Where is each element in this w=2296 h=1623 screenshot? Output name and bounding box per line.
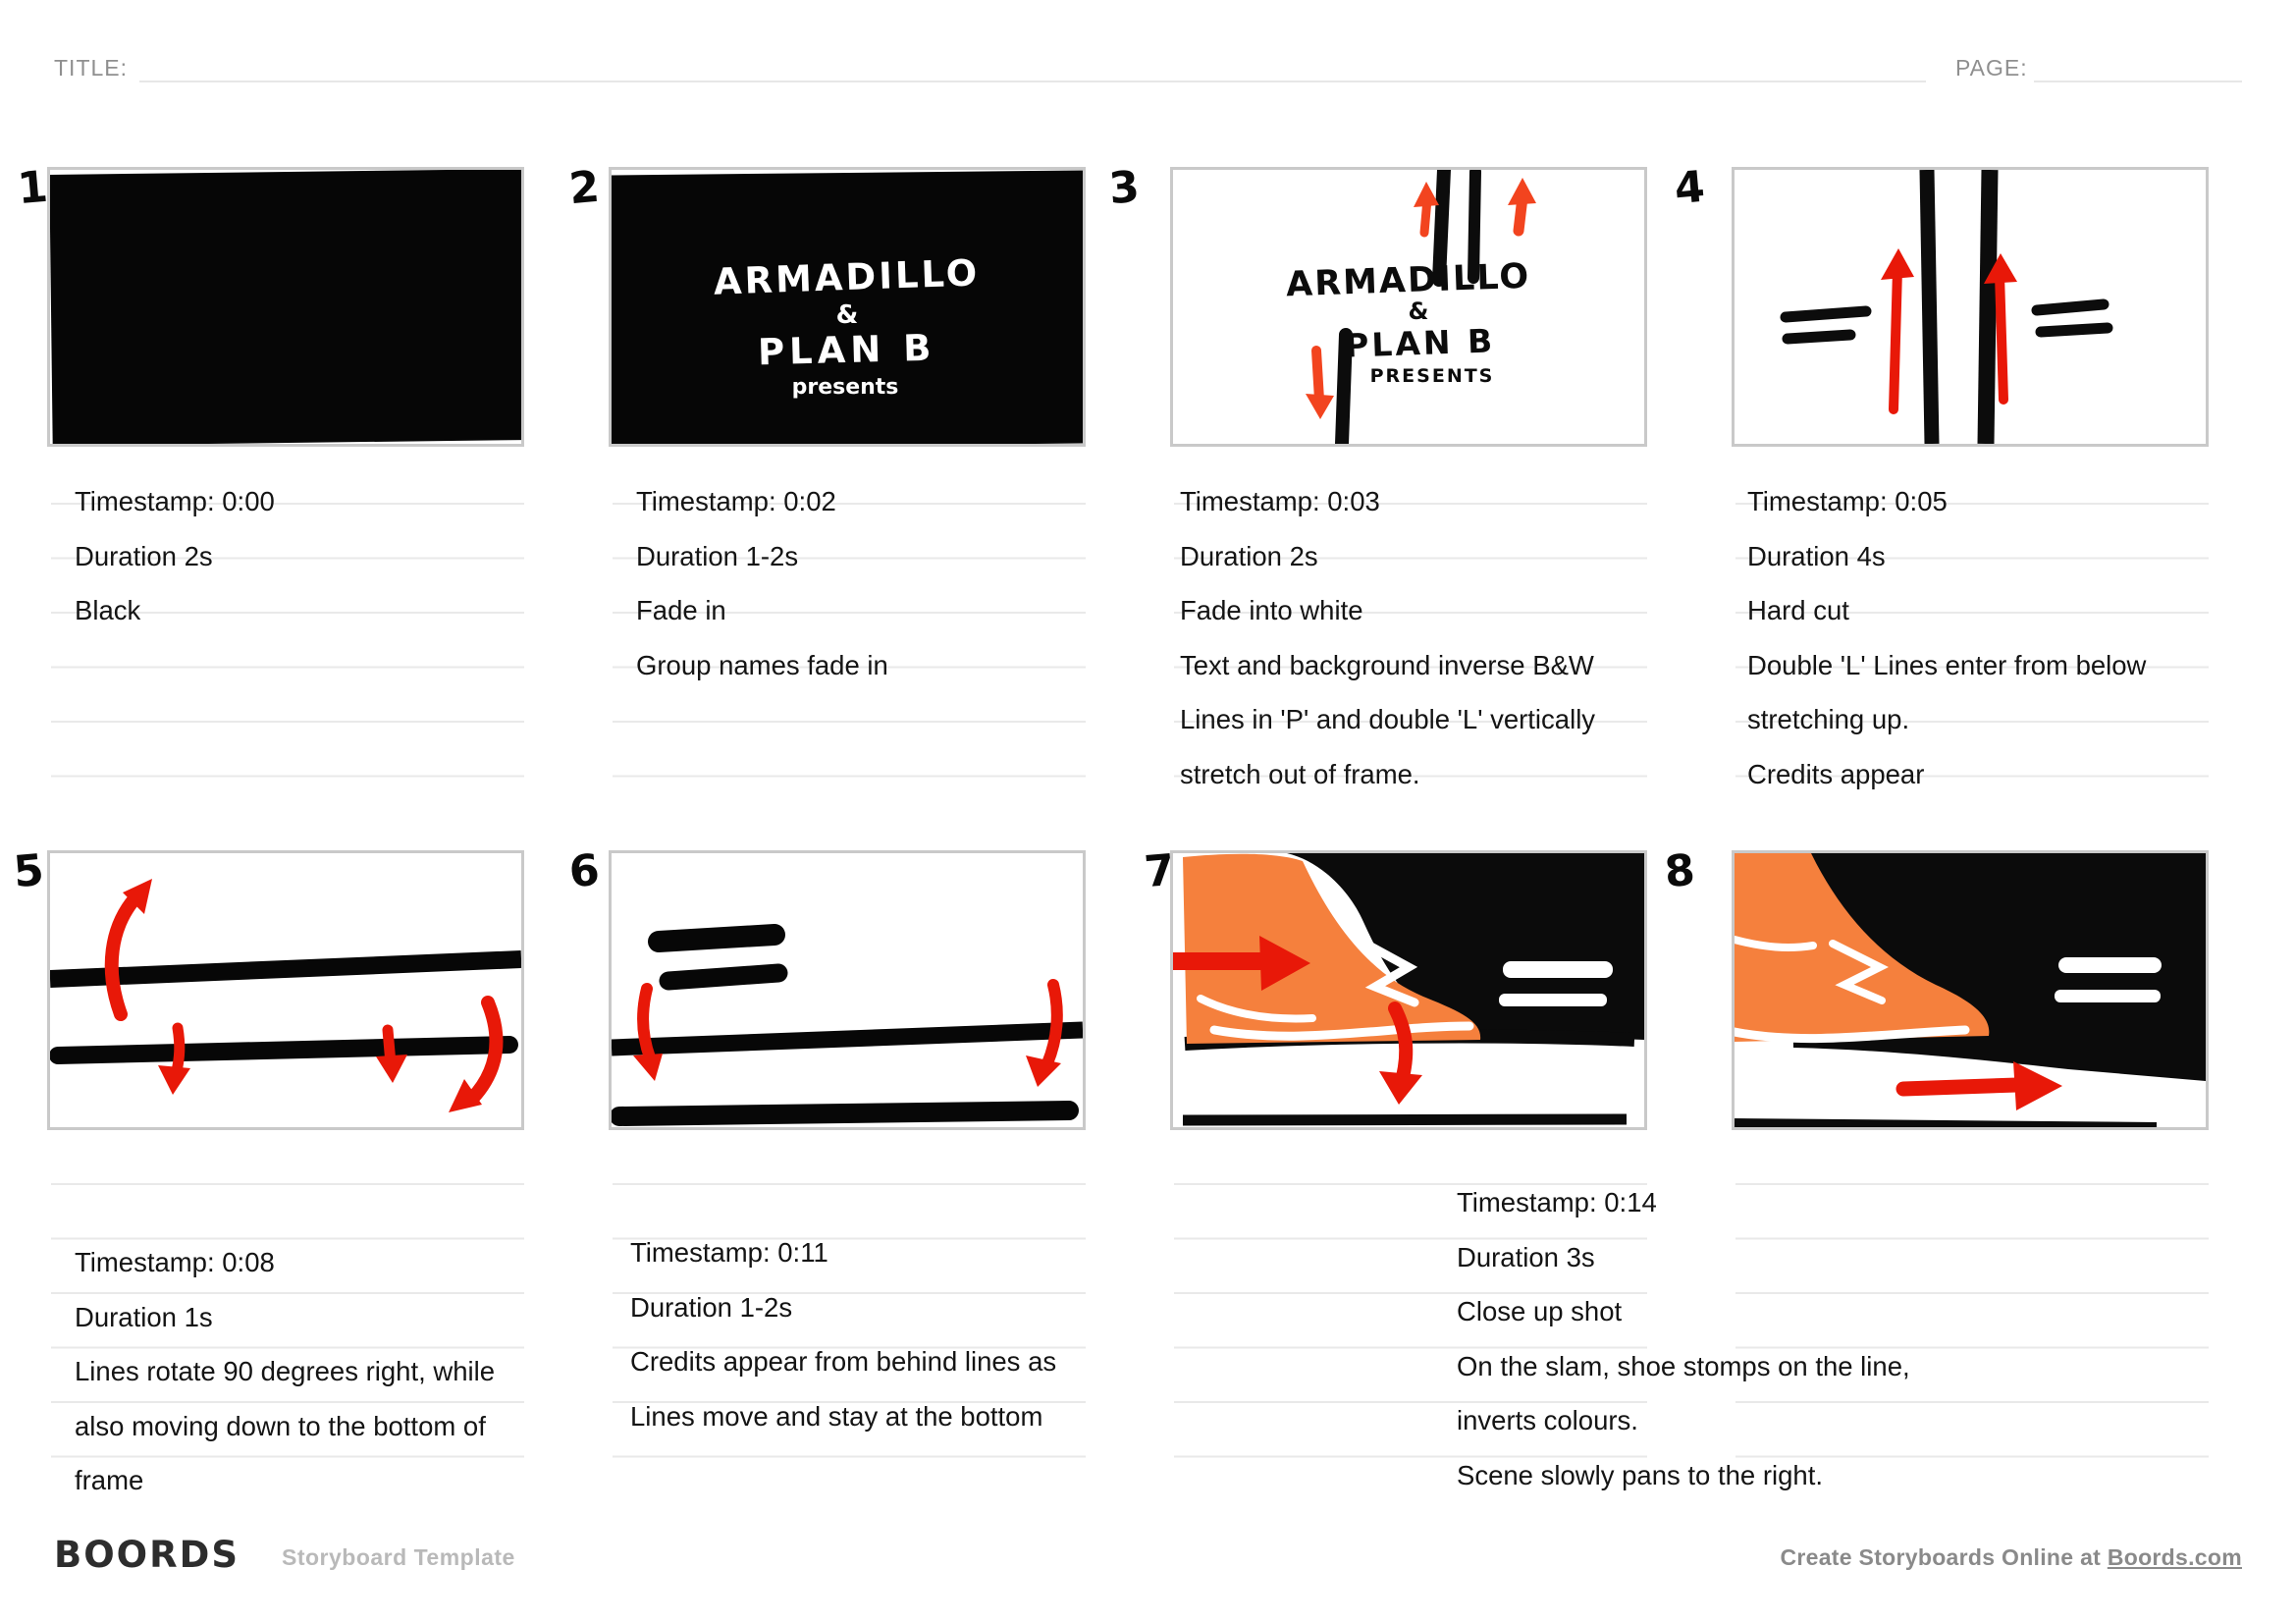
panel-notes: Timestamp: 0:05 Duration 4s Hard cut Dou… bbox=[1732, 479, 2213, 805]
note-line: Timestamp: 0:00 bbox=[75, 486, 275, 516]
boords-link[interactable]: Boords.com bbox=[2107, 1544, 2242, 1570]
note-line: Lines in 'P' and double 'L' vertically s… bbox=[1180, 704, 1596, 789]
lines-settle-drawing bbox=[612, 924, 1083, 1126]
panel-frame: ARMADILLO & PLAN B presents bbox=[609, 167, 1086, 447]
rotating-lines-drawing bbox=[50, 879, 521, 1112]
panel-frame: ARMADILLO & PLAN B PRESENTS bbox=[1170, 167, 1647, 447]
note-line: Credits appear from behind lines as Line… bbox=[630, 1346, 1057, 1432]
panel-notes: Timestamp: 0:02 Duration 1-2s Fade in Gr… bbox=[609, 479, 1090, 805]
note-line: Text and background inverse B&W bbox=[1180, 649, 1594, 680]
page-blank-line bbox=[2034, 81, 2242, 82]
panel-frame bbox=[47, 850, 524, 1130]
title-card-drawing: ARMADILLO & PLAN B presents bbox=[612, 170, 1083, 444]
panel-frame bbox=[47, 167, 524, 447]
note-line: Duration 3s bbox=[1457, 1241, 1595, 1272]
panel-number: 8 bbox=[1662, 844, 1697, 898]
note-line: Fade in bbox=[636, 595, 726, 625]
ampersand-text: & bbox=[1409, 298, 1429, 325]
boords-logo: BOORDS bbox=[54, 1534, 240, 1576]
note-line: Duration 1s bbox=[75, 1301, 213, 1332]
footer-cta-text: Create Storyboards Online at bbox=[1780, 1544, 2108, 1570]
panel-number: 1 bbox=[15, 161, 50, 215]
panel-frame bbox=[609, 850, 1086, 1130]
panel-notes: Timestamp: 0:00 Duration 2s Black bbox=[47, 479, 528, 805]
panel-frame bbox=[1732, 167, 2209, 447]
note-line: Timestamp: 0:11 bbox=[630, 1237, 828, 1268]
panel-number: 5 bbox=[11, 844, 46, 898]
note-line: Timestamp: 0:03 bbox=[1180, 486, 1380, 516]
note-line: Timestamp: 0:05 bbox=[1747, 486, 1948, 516]
panel-number: 3 bbox=[1106, 161, 1142, 215]
note-line: Close up shot bbox=[1457, 1296, 1623, 1326]
group-name-text-2: PLAN B bbox=[1344, 321, 1495, 364]
group-name-text-2: PLAN B bbox=[757, 327, 935, 374]
panel-number: 2 bbox=[566, 161, 602, 215]
black-screen-drawing bbox=[50, 170, 521, 444]
page-label: PAGE: bbox=[1955, 55, 2028, 81]
note-line: Double 'L' Lines enter from below stretc… bbox=[1747, 649, 2147, 735]
panel-number: 6 bbox=[566, 844, 602, 898]
panel-notes: Timestamp: 0:11 Duration 1-2s Credits ap… bbox=[609, 1168, 1090, 1494]
inverted-title-card-drawing: ARMADILLO & PLAN B PRESENTS bbox=[1285, 170, 1536, 444]
note-line: Timestamp: 0:14 bbox=[1457, 1187, 1657, 1217]
group-name-text: ARMADILLO bbox=[713, 251, 981, 302]
note-line: Duration 4s bbox=[1747, 540, 1886, 571]
presents-text: PRESENTS bbox=[1370, 365, 1495, 387]
panel-notes: Timestamp: 0:03 Duration 2s Fade into wh… bbox=[1170, 479, 1651, 805]
note-line: Credits appear bbox=[1747, 758, 1925, 789]
note-line: Duration 1-2s bbox=[630, 1291, 793, 1323]
note-line: Fade into white bbox=[1180, 595, 1363, 625]
title-label: TITLE: bbox=[54, 55, 129, 81]
title-blank-line bbox=[139, 81, 1926, 82]
footer-cta: Create Storyboards Online at Boords.com bbox=[1780, 1544, 2242, 1571]
ampersand-text: & bbox=[836, 300, 859, 330]
double-lines-drawing bbox=[1780, 170, 2113, 444]
shoe-stomp-drawing bbox=[1173, 853, 1644, 1126]
note-line: Lines rotate 90 degrees right, while als… bbox=[75, 1356, 496, 1495]
panel-frame bbox=[1732, 850, 2209, 1130]
note-line: Hard cut bbox=[1747, 595, 1849, 625]
note-line: Timestamp: 0:08 bbox=[75, 1247, 275, 1277]
note-line: Timestamp: 0:02 bbox=[636, 486, 836, 516]
panel-frame bbox=[1170, 850, 1647, 1130]
shoe-pan-right-drawing bbox=[1735, 853, 2206, 1127]
note-line: Black bbox=[75, 595, 141, 625]
footer-tagline: Storyboard Template bbox=[282, 1544, 515, 1570]
presents-text: presents bbox=[792, 375, 899, 400]
panel-notes bbox=[1732, 1168, 2213, 1494]
panel-notes: Timestamp: 0:14 Duration 3s Close up sho… bbox=[1170, 1168, 1910, 1494]
note-line: Scene slowly pans to the right. bbox=[1457, 1459, 1823, 1490]
panel-number: 4 bbox=[1672, 161, 1707, 215]
note-line: Duration 2s bbox=[1180, 540, 1318, 571]
note-line: On the slam, shoe stomps on the line, in… bbox=[1457, 1350, 1910, 1436]
note-line: Duration 2s bbox=[75, 540, 213, 571]
note-line: Duration 1-2s bbox=[636, 540, 799, 571]
note-line: Group names fade in bbox=[636, 649, 888, 680]
group-name-text: ARMADILLO bbox=[1285, 257, 1530, 305]
panel-notes: Timestamp: 0:08 Duration 1s Lines rotate… bbox=[47, 1168, 528, 1495]
